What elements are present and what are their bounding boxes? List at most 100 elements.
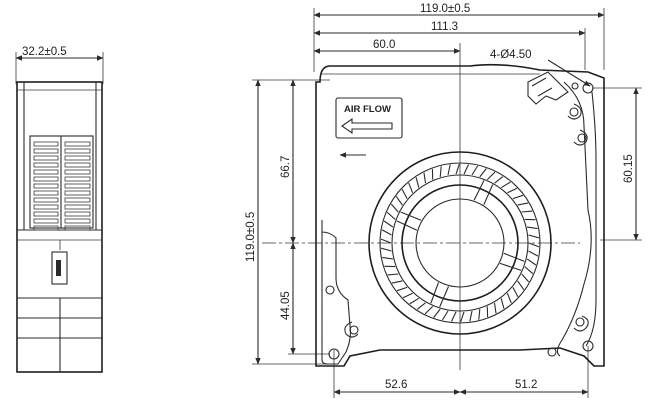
impeller-fin: [383, 220, 394, 228]
impeller-spokes: [396, 180, 525, 308]
impeller-fin: [402, 292, 413, 299]
impeller-fin: [471, 165, 479, 176]
airflow-arrow-icon: [341, 117, 393, 135]
vent-slat: [33, 211, 59, 217]
impeller-spoke: [400, 211, 422, 221]
vent-slat: [33, 141, 59, 147]
impeller-fin: [395, 195, 403, 206]
vent-slat: [64, 204, 91, 210]
impeller-fin: [381, 229, 392, 236]
impeller-fin: [479, 168, 487, 178]
impeller-fin: [528, 234, 539, 239]
connector-tab: [527, 71, 569, 105]
vent-slat: [33, 169, 59, 175]
overall-width-dimension: 119.0±0.5: [420, 3, 470, 15]
impeller-fin: [486, 171, 496, 180]
vent-slat: [33, 190, 59, 196]
vent-slat: [33, 148, 59, 154]
impeller-fin: [451, 311, 457, 322]
impeller-fin: [527, 226, 538, 230]
impeller-fin: [441, 310, 449, 321]
impeller-fin: [408, 182, 414, 194]
front-view: 119.0±0.5 111.3 60.0 4-Ø4.50 119.0±0.5 6…: [245, 3, 642, 398]
impeller-spoke: [499, 262, 522, 271]
impeller-spoke: [503, 252, 525, 262]
mounting-hole-icon: [325, 82, 594, 360]
side-view: 32.2±0.5: [15, 46, 104, 373]
width-111-dimension: 111.3: [431, 21, 458, 33]
impeller-fin: [500, 298, 505, 309]
fan-housing-outline: [315, 63, 605, 367]
impeller-fin: [507, 187, 518, 194]
height-top-dimension: 66.7: [280, 156, 292, 178]
bottom-left-dimension: 52.6: [385, 379, 407, 391]
impeller-fin: [517, 202, 529, 206]
vent-slat: [33, 225, 59, 231]
impeller-fin: [386, 211, 396, 220]
airflow-label-box: [335, 97, 403, 139]
impeller-fin: [493, 302, 497, 314]
bottom-right-dimension: 51.2: [515, 379, 537, 391]
impeller-fin: [455, 163, 460, 175]
airflow-label: AIR FLOW: [344, 104, 391, 115]
hub-offset-dimension: 60.0: [373, 39, 395, 51]
vent-slat: [64, 148, 91, 154]
impeller-fins: [380, 163, 540, 323]
vent-slat: [64, 197, 91, 203]
vent-slat: [64, 225, 91, 231]
impeller-fin: [401, 189, 408, 199]
impeller-fin: [528, 242, 540, 248]
impeller-fin: [526, 258, 537, 266]
impeller-spoke: [430, 282, 440, 304]
vent-slat: [33, 176, 59, 182]
impeller-fin: [387, 273, 399, 276]
impeller-fin: [380, 238, 392, 244]
impeller-fin: [524, 266, 534, 275]
impeller-fin: [447, 164, 451, 176]
impeller-spoke: [473, 180, 485, 201]
impeller-fin: [512, 287, 519, 297]
vent-slat: [33, 197, 59, 203]
vent-slat: [64, 176, 91, 182]
impeller-spoke: [396, 220, 418, 231]
overall-height-dimension: 119.0±0.5: [245, 212, 257, 262]
side-latch: [51, 251, 68, 285]
impeller-fin: [424, 306, 434, 315]
vent-slat: [64, 162, 91, 168]
impeller-fin: [390, 203, 399, 213]
impeller-fin: [500, 181, 511, 189]
impeller-fin: [439, 166, 442, 177]
vent-slat: [64, 183, 91, 189]
impeller-fin: [517, 280, 525, 291]
impeller-fin: [469, 310, 473, 322]
impeller-fin: [521, 273, 530, 283]
impeller-fin: [416, 302, 426, 310]
vent-slat: [64, 218, 91, 224]
impeller-fin: [381, 247, 392, 252]
impeller: [368, 151, 552, 335]
impeller-fin: [494, 176, 504, 184]
mounting-holes-label: 4-Ø4.50: [490, 49, 532, 61]
vent-slat: [64, 190, 91, 196]
impeller-fin: [415, 177, 420, 188]
vent-slat: [33, 218, 59, 224]
impeller-fin: [396, 286, 408, 292]
side-width-dimension: 32.2±0.5: [22, 46, 67, 58]
vent-slat: [33, 204, 59, 210]
vent-slat: [64, 169, 91, 175]
impeller-spoke: [439, 286, 450, 308]
impeller-fin: [478, 309, 481, 320]
vent-slat: [64, 141, 91, 147]
vent-slat: [33, 162, 59, 168]
vent-slat: [33, 183, 59, 189]
impeller-fin: [433, 308, 441, 318]
impeller-spoke: [483, 184, 494, 206]
impeller-fin: [423, 172, 427, 184]
impeller-fin: [528, 250, 539, 257]
impeller-fin: [409, 297, 420, 305]
vent-slat: [33, 155, 59, 161]
right-height-dimension: 60.15: [623, 154, 635, 183]
impeller-fin: [506, 292, 512, 304]
side-vent-slats: [33, 141, 91, 231]
